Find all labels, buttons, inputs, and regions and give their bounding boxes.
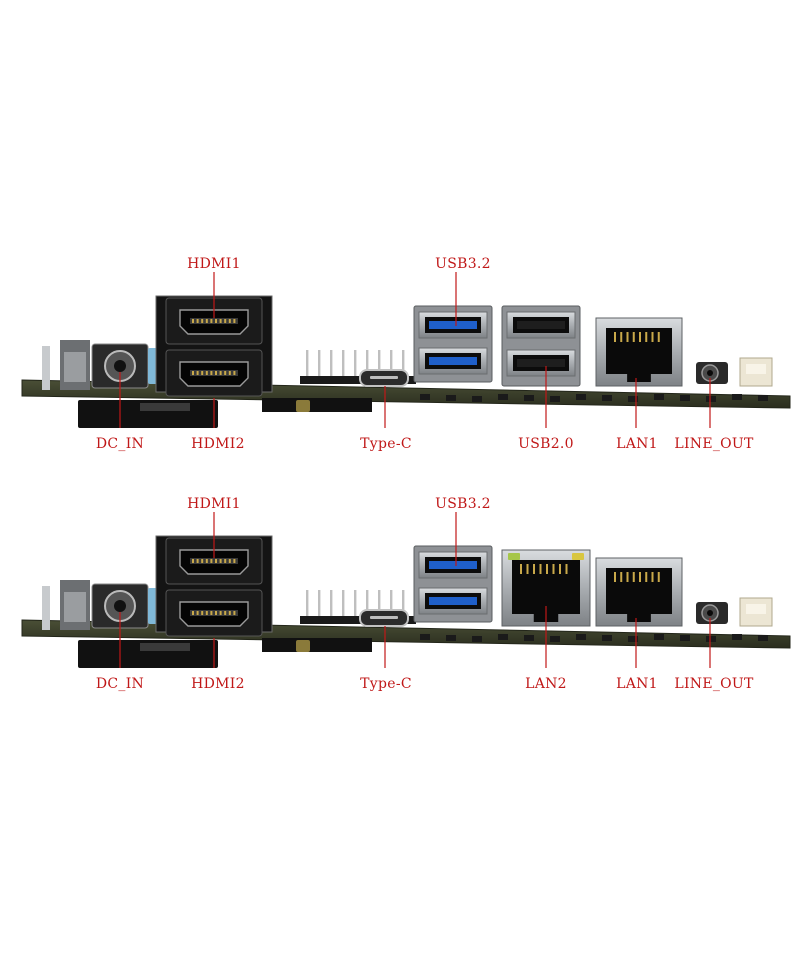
hdmi2-port <box>165 349 263 397</box>
smd-part <box>498 634 508 640</box>
smd-part <box>628 396 638 402</box>
smd-part <box>732 394 742 400</box>
pin-header-pin <box>330 590 333 616</box>
smd-part <box>420 634 430 640</box>
underside-chip <box>140 643 190 651</box>
underside-chip <box>140 403 190 411</box>
pin-header-base <box>300 616 416 624</box>
label-line-out: LINE_OUT <box>674 436 754 452</box>
pin-header-pin <box>366 350 369 376</box>
label-usb3: USB3.2 <box>435 256 491 272</box>
dc-in-pin <box>114 360 126 372</box>
pin-header-pin <box>402 590 405 616</box>
smd-part <box>446 635 456 641</box>
smd-part <box>550 636 560 642</box>
pin-header-pin <box>354 590 357 616</box>
smd-part <box>758 395 768 401</box>
usb2-lower-port <box>506 349 576 377</box>
pin-header-pin <box>390 590 393 616</box>
usb3-lower-port <box>418 347 488 375</box>
hdmi1-port <box>165 537 263 585</box>
usb2-upper-port <box>506 311 576 339</box>
smd-part <box>472 636 482 642</box>
smd-part <box>498 394 508 400</box>
pin-header-pin <box>378 590 381 616</box>
pin-header-pin <box>342 350 345 376</box>
smd-part <box>576 394 586 400</box>
side-header-face <box>64 592 86 622</box>
m2-standoff <box>296 400 310 412</box>
label-hdmi2: HDMI2 <box>191 676 245 692</box>
smd-part <box>654 394 664 400</box>
label-hdmi1: HDMI1 <box>187 496 241 512</box>
smd-part <box>576 634 586 640</box>
lan1-port <box>595 317 683 387</box>
label-lan1: LAN1 <box>616 676 658 692</box>
smd-part <box>706 636 716 642</box>
dc-in-pin <box>114 600 126 612</box>
label-lan1: LAN1 <box>616 436 658 452</box>
m2-standoff <box>296 640 310 652</box>
label-lan2: LAN2 <box>525 676 567 692</box>
label-usb3: USB3.2 <box>435 496 491 512</box>
side-bracket <box>42 346 50 390</box>
pin-header-pin <box>402 350 405 376</box>
jst-opening <box>746 364 766 374</box>
smd-part <box>524 635 534 641</box>
hdmi1-port <box>165 297 263 345</box>
smd-part <box>524 395 534 401</box>
usb3-upper-port <box>418 551 488 579</box>
smd-part <box>628 636 638 642</box>
pin-header-pin <box>306 350 309 376</box>
jst-opening <box>746 604 766 614</box>
lan1-port <box>595 557 683 627</box>
pin-header-pin <box>378 350 381 376</box>
label-typec: Type-C <box>360 676 412 692</box>
pin-header-pin <box>318 590 321 616</box>
label-line-out: LINE_OUT <box>674 676 754 692</box>
side-header-face <box>64 352 86 382</box>
label-hdmi1: HDMI1 <box>187 256 241 272</box>
m2-slot <box>262 398 372 412</box>
label-dc-in: DC_IN <box>96 436 144 452</box>
usb3-upper-port <box>418 311 488 339</box>
smd-part <box>550 396 560 402</box>
pin-header-pin <box>390 350 393 376</box>
pin-header-pin <box>330 350 333 376</box>
smd-part <box>758 635 768 641</box>
usb3-lower-port <box>418 587 488 615</box>
smd-part <box>602 395 612 401</box>
line-out-hole <box>707 370 713 376</box>
smd-part <box>680 635 690 641</box>
smd-part <box>654 634 664 640</box>
smd-part <box>680 395 690 401</box>
smd-part <box>732 634 742 640</box>
smd-part <box>420 394 430 400</box>
label-hdmi2: HDMI2 <box>191 436 245 452</box>
m2-slot <box>262 638 372 652</box>
smd-part <box>472 396 482 402</box>
side-bracket <box>42 586 50 630</box>
line-out-hole <box>707 610 713 616</box>
pin-header-pin <box>366 590 369 616</box>
pin-header-pin <box>306 590 309 616</box>
pin-header-base <box>300 376 416 384</box>
pin-header-pin <box>318 350 321 376</box>
board-variant-1: HDMI1 USB3.2DC_IN HDMI2 Type-C USB2.0 LAN1 LIN… <box>21 256 791 452</box>
typec-tongue <box>370 376 398 379</box>
label-usb2: USB2.0 <box>518 436 574 452</box>
hdmi2-port <box>165 589 263 637</box>
pin-header-pin <box>342 590 345 616</box>
smd-part <box>446 395 456 401</box>
smd-part <box>602 635 612 641</box>
label-dc-in: DC_IN <box>96 676 144 692</box>
typec-tongue <box>370 616 398 619</box>
smd-part <box>706 396 716 402</box>
board-variant-2: HDMI1 USB3.2DC_IN HDMI2 Type-C LAN2 LAN1 LINE_… <box>21 496 791 692</box>
label-typec: Type-C <box>360 436 412 452</box>
pin-header-pin <box>354 350 357 376</box>
